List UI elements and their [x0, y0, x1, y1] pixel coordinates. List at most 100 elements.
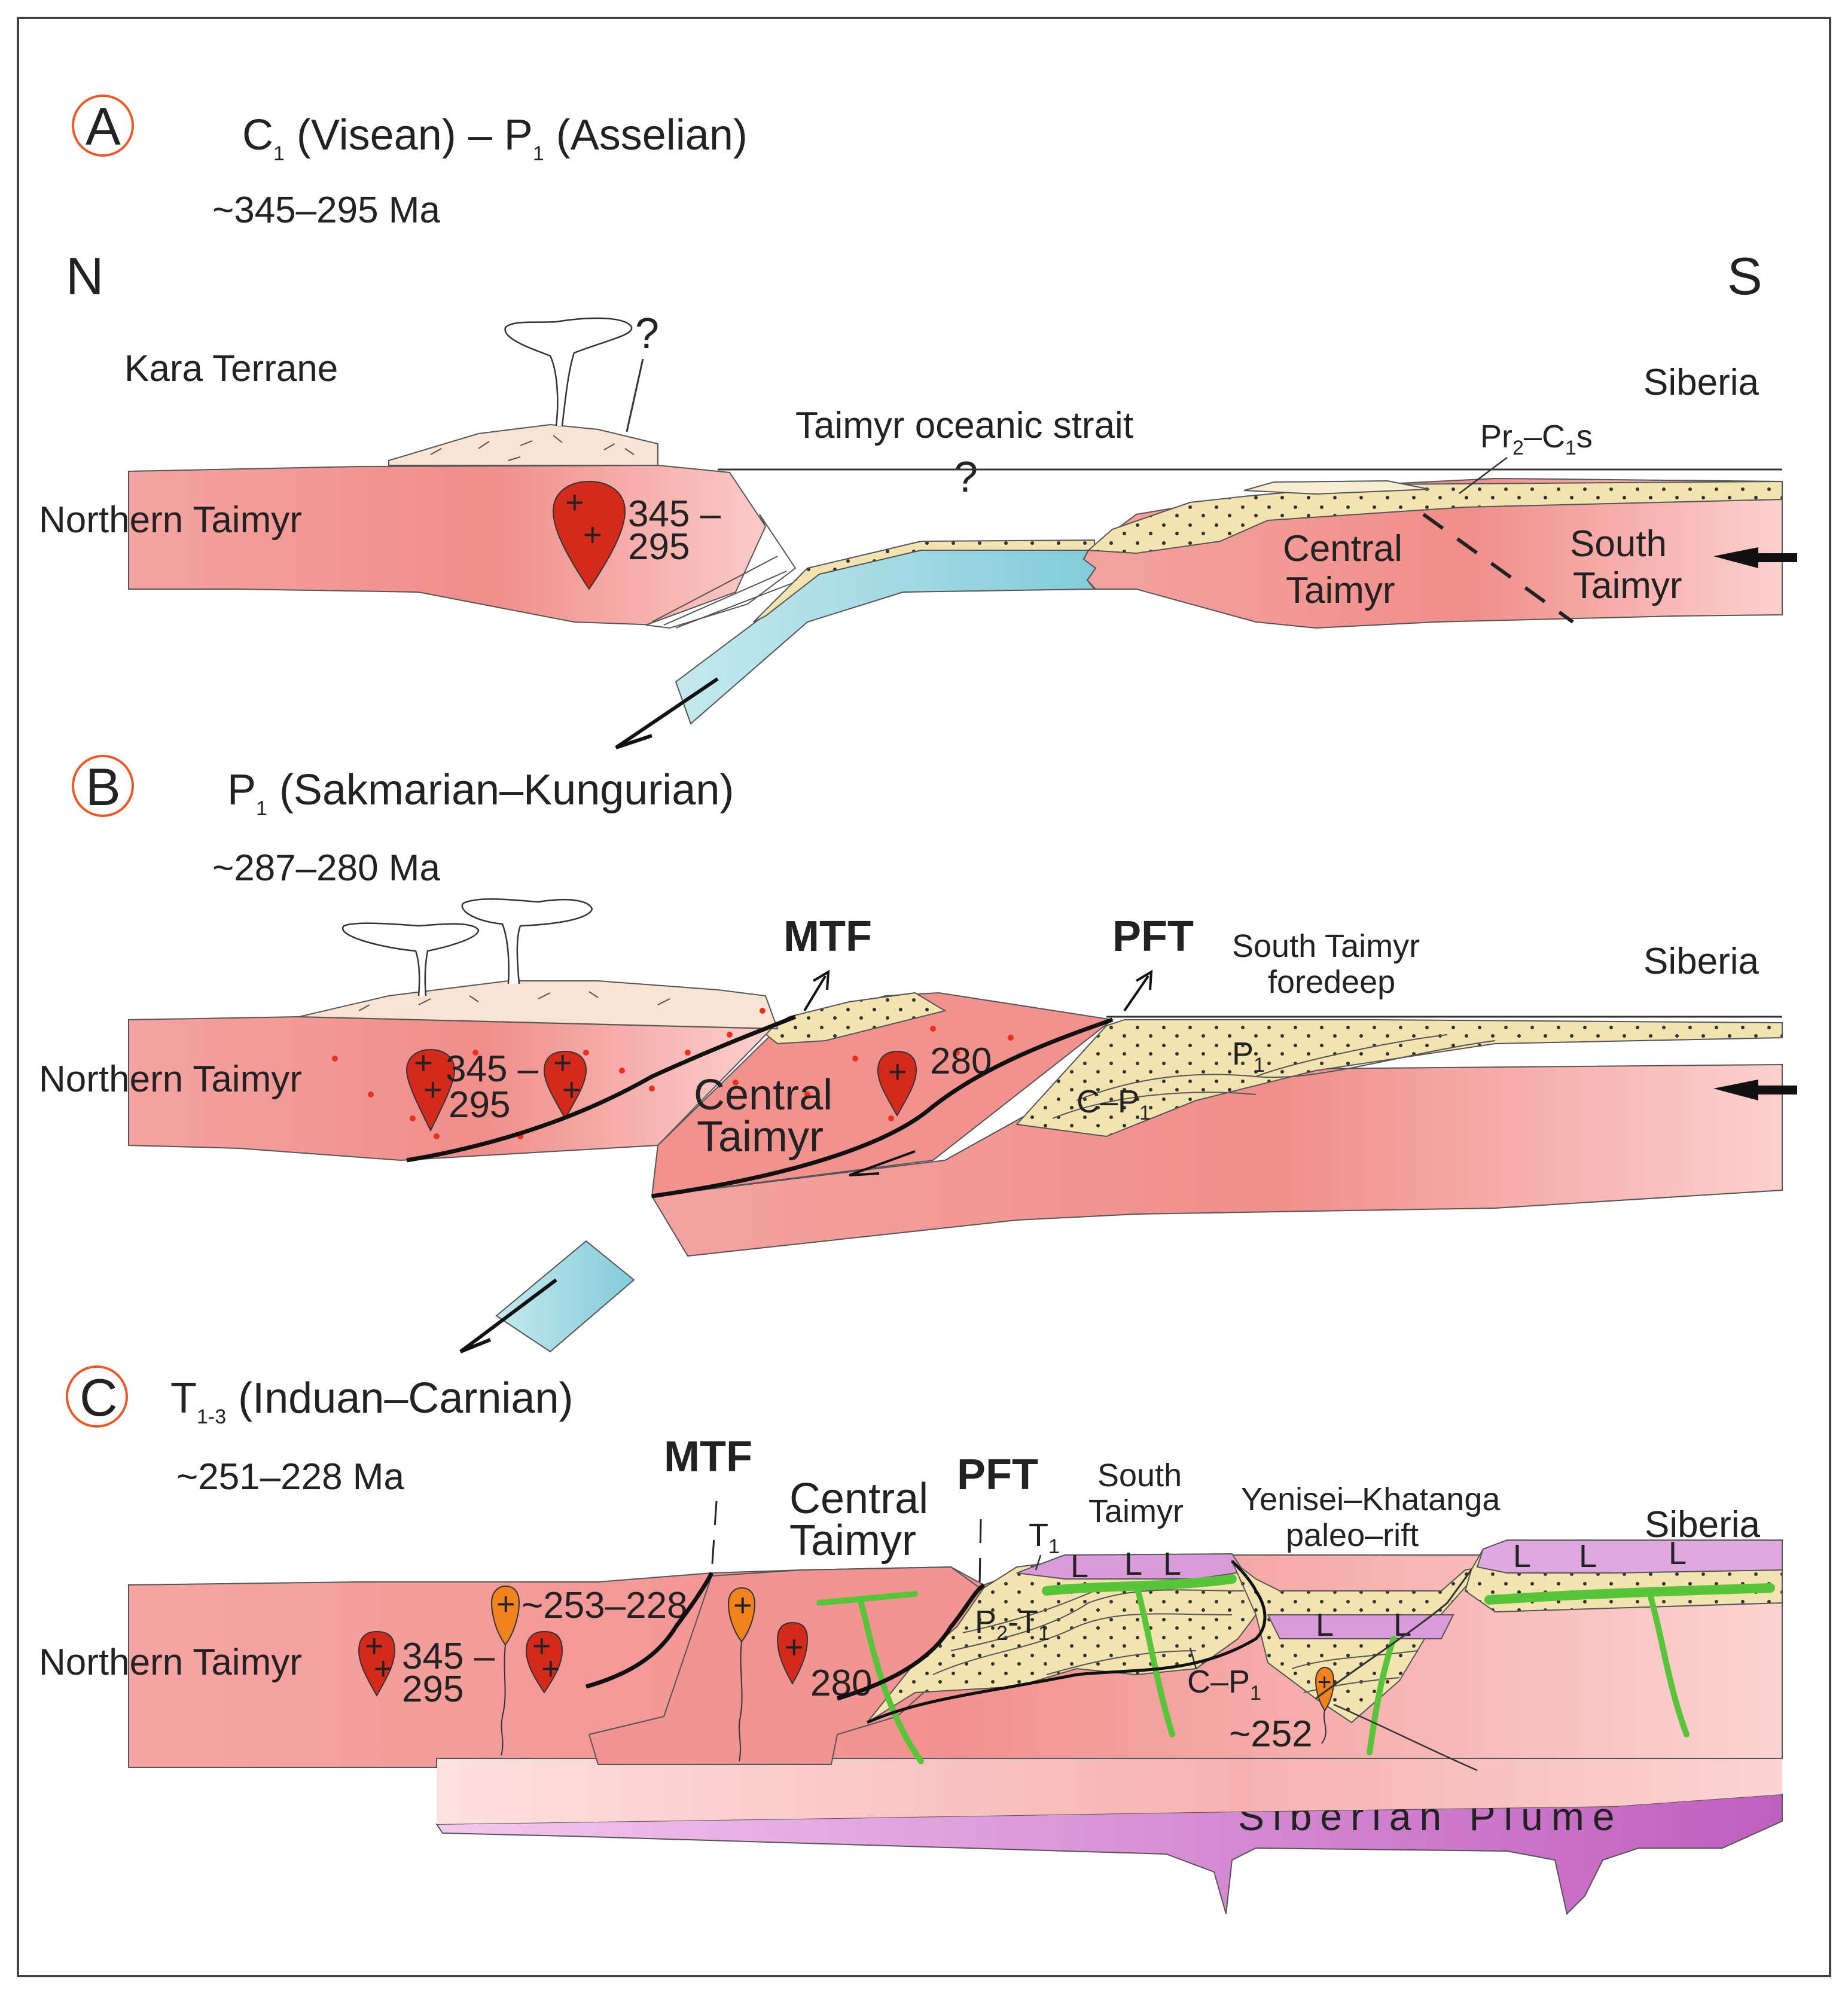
central-cover-b — [761, 992, 947, 1045]
foredeep-layering-b — [1052, 1034, 1496, 1119]
cp-pointer — [1189, 1647, 1197, 1669]
accretion-wedge-a — [645, 514, 797, 629]
accretion-wedge-lines — [651, 556, 793, 629]
siberia-label-c: Siberia — [1645, 1504, 1761, 1545]
rift-pluton-age: ~252 — [1229, 1714, 1313, 1755]
panel-b-letter: B — [86, 757, 121, 816]
south-label-c-1: South — [1097, 1458, 1182, 1493]
t1-label-c: T1 — [1029, 1517, 1060, 1558]
young-pluton-icon — [727, 1587, 756, 1643]
granite-pluton-icon — [525, 1630, 563, 1694]
pluton-cross-icon: + — [374, 1651, 393, 1687]
panel-a-letter-circle — [72, 94, 134, 157]
detached-slab-b — [495, 1240, 635, 1353]
pft-arrowhead — [1135, 969, 1153, 990]
mtf-arrow-icon — [803, 975, 827, 1012]
cp-label-c: C–P1 — [1187, 1664, 1261, 1705]
volcano-icon — [461, 898, 593, 984]
pluton-age-b-2: 295 — [449, 1084, 510, 1126]
rift-label-2: paleo–rift — [1286, 1517, 1419, 1553]
panel-a-letter: A — [86, 97, 121, 156]
pft-arrow-icon — [1123, 975, 1149, 1012]
feeder-dike — [739, 1641, 743, 1762]
feeder-dike — [1321, 1710, 1326, 1744]
basalt-mark-icon: L — [1124, 1546, 1142, 1582]
question-pointer-line — [626, 358, 644, 432]
rift-edge-c — [1315, 1569, 1472, 1700]
granite-pluton-icon — [543, 1050, 587, 1120]
volcanic-ticks-b — [358, 991, 670, 1011]
panel-c: C T1-3 (Induan–Carnian) ~251–228 Ma MTF … — [39, 1365, 1783, 1915]
mtf-fault-b — [406, 1014, 797, 1163]
south-label: S — [1727, 246, 1762, 306]
pft-fault-b — [651, 1017, 1114, 1199]
young-pluton-icon — [1315, 1666, 1335, 1712]
basalt-mark-icon: L — [1071, 1548, 1088, 1584]
south-label-a-2: Taimyr — [1573, 565, 1682, 606]
pluton-cross-icon: + — [541, 1651, 560, 1687]
panel-c-title: T1-3 (Induan–Carnian) — [170, 1374, 573, 1428]
mtf-label-c: MTF — [664, 1433, 752, 1481]
pluton-cross-icon: + — [562, 1072, 581, 1108]
pluton-age-a-2: 295 — [628, 526, 690, 568]
pluton-cross-icon: + — [785, 1629, 804, 1665]
pft-label-b: PFT — [1112, 913, 1194, 961]
siberia-label-a: Siberia — [1643, 362, 1759, 403]
carbonate-lens-a — [1243, 480, 1430, 495]
t1-pointer — [1035, 1554, 1042, 1571]
granite-pluton-icon — [776, 1621, 809, 1685]
panel-b-title: P1 (Sakmarian–Kungurian) — [227, 766, 734, 820]
siberia-label-b: Siberia — [1643, 941, 1759, 982]
pluton-cross-icon: + — [365, 1628, 384, 1664]
arrow-left-icon — [1713, 547, 1797, 568]
kara-terrane-label: Kara Terrane — [124, 348, 338, 389]
pluton-cross-icon: + — [414, 1045, 433, 1081]
panel-a-title: C1 (Visean) – P1 (Asselian) — [242, 111, 748, 165]
platform-sediments-a — [1087, 480, 1783, 554]
rift-label-1: Yenisei–Khatanga — [1241, 1481, 1501, 1517]
slip-arrow-icon — [849, 1150, 916, 1176]
volcanic-ticks-a — [430, 435, 635, 461]
panel-a-age: ~345–295 Ma — [212, 190, 440, 231]
siberia-basalt-c — [1476, 1539, 1783, 1574]
panel-c-letter: C — [80, 1368, 118, 1427]
pr-c-label: Pr2–C1s — [1480, 419, 1593, 459]
mtf-label-b: MTF — [783, 913, 872, 961]
central-label-c-2: Taimyr — [789, 1517, 916, 1565]
panel-a: A C1 (Visean) – P1 (Asselian) ~345–295 M… — [39, 94, 1797, 749]
p1-label-b: P1 — [1232, 1036, 1265, 1077]
panel-b: B P1 (Sakmarian–Kungurian) ~287–280 Ma S… — [39, 755, 1797, 1353]
pluton-cross-icon: + — [423, 1072, 443, 1108]
northern-taimyr-label-a: Northern Taimyr — [39, 499, 302, 541]
central-label-c-1: Central — [789, 1475, 928, 1523]
panel-c-letter-circle — [66, 1365, 128, 1428]
central-label-b-1: Central — [694, 1071, 832, 1119]
central-label-b-2: Taimyr — [697, 1113, 824, 1161]
granite-pluton-icon — [358, 1630, 396, 1697]
central-label-a-1: Central — [1283, 528, 1402, 569]
arrow-left-icon — [1713, 1080, 1797, 1100]
volcano-icon — [341, 922, 480, 996]
granite-pluton-icon — [552, 480, 626, 590]
mtf-dash-c — [710, 1501, 718, 1574]
mtf-fault-c — [585, 1572, 714, 1689]
strait-label: Taimyr oceanic strait — [795, 405, 1133, 446]
pr-pointer — [1459, 457, 1508, 494]
feeder-dike — [501, 1644, 506, 1756]
basalt-mark-icon: L — [1316, 1607, 1334, 1643]
pluton-age-c-2: 295 — [402, 1669, 463, 1710]
central-label-a-2: Taimyr — [1286, 570, 1395, 611]
subduction-arrow-icon — [615, 677, 719, 749]
question-mark-icon: ? — [954, 453, 978, 501]
lower-crust-c — [437, 1758, 1782, 1824]
pluton-age-c-1: 345 – — [402, 1636, 495, 1677]
mtf-arrowhead — [812, 969, 830, 990]
north-label: N — [66, 246, 104, 306]
granite-pluton-icon — [877, 1050, 917, 1117]
pft-dash-c — [978, 1519, 982, 1586]
pluton-cross-icon: + — [532, 1628, 551, 1664]
south-label-c-2: Taimyr — [1088, 1493, 1184, 1529]
green-dikes — [816, 1582, 1690, 1764]
